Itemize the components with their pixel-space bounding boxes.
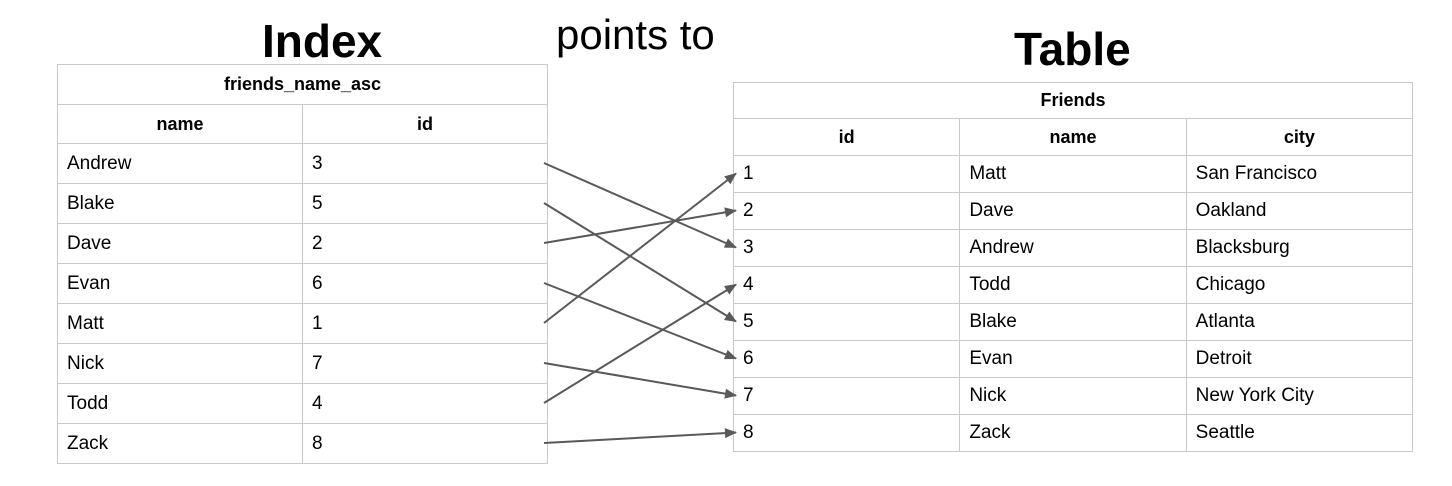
pointer-arrow-zack-to-row-8 bbox=[543, 428, 737, 444]
cell-name: Matt bbox=[57, 303, 303, 344]
column-header-name: name bbox=[959, 118, 1187, 156]
cell-id: 2 bbox=[302, 223, 548, 264]
cell-name: Todd bbox=[959, 266, 1187, 304]
cell-name: Nick bbox=[57, 343, 303, 384]
cell-id: 7 bbox=[302, 343, 548, 384]
pointer-arrow-todd-to-row-4 bbox=[543, 283, 737, 404]
cell-id: 5 bbox=[732, 303, 961, 341]
column-header-name: name bbox=[57, 104, 303, 144]
pointer-arrow-dave-to-row-2 bbox=[543, 207, 737, 244]
cell-name: Dave bbox=[959, 192, 1187, 230]
cell-city: Atlanta bbox=[1185, 303, 1414, 341]
cell-name: Zack bbox=[959, 414, 1187, 452]
index-section-title: Index bbox=[262, 15, 383, 67]
cell-id: 4 bbox=[302, 383, 548, 424]
cell-id: 5 bbox=[302, 183, 548, 224]
cell-name: Zack bbox=[57, 423, 303, 464]
table-name-cell: Friends bbox=[733, 82, 1413, 119]
cell-name: Blake bbox=[959, 303, 1187, 341]
cell-city: New York City bbox=[1185, 377, 1414, 415]
cell-city: Chicago bbox=[1185, 266, 1414, 304]
cell-name: Dave bbox=[57, 223, 303, 264]
pointer-arrow-evan-to-row-6 bbox=[543, 282, 737, 360]
cell-name: Evan bbox=[959, 340, 1187, 378]
cell-city: Seattle bbox=[1185, 414, 1414, 452]
cell-name: Todd bbox=[57, 383, 303, 424]
cell-name: Matt bbox=[959, 155, 1187, 193]
cell-city: Blacksburg bbox=[1185, 229, 1414, 267]
column-header-id: id bbox=[302, 104, 548, 144]
pointer-arrow-nick-to-row-7 bbox=[543, 362, 737, 399]
table-section-title: Table bbox=[1014, 23, 1131, 75]
column-header-id: id bbox=[732, 118, 961, 156]
cell-id: 8 bbox=[732, 414, 961, 452]
table-title-row: Friends bbox=[733, 82, 1413, 119]
cell-name: Blake bbox=[57, 183, 303, 224]
pointer-arrow-andrew-to-row-3 bbox=[543, 162, 737, 249]
cell-name: Evan bbox=[57, 263, 303, 304]
cell-city: Detroit bbox=[1185, 340, 1414, 378]
cell-id: 4 bbox=[732, 266, 961, 304]
cell-id: 7 bbox=[732, 377, 961, 415]
cell-name: Nick bbox=[959, 377, 1187, 415]
cell-id: 1 bbox=[302, 303, 548, 344]
cell-id: 8 bbox=[302, 423, 548, 464]
table-name-cell: friends_name_asc bbox=[57, 64, 548, 105]
cell-city: San Francisco bbox=[1185, 155, 1414, 193]
cell-id: 6 bbox=[302, 263, 548, 304]
pointer-arrow-blake-to-row-5 bbox=[543, 202, 737, 323]
pointer-arrow-matt-to-row-1 bbox=[543, 172, 737, 324]
table-title-row: friends_name_asc bbox=[57, 64, 548, 105]
cell-name: Andrew bbox=[57, 143, 303, 184]
cell-id: 6 bbox=[732, 340, 961, 378]
cell-city: Oakland bbox=[1185, 192, 1414, 230]
cell-id: 2 bbox=[732, 192, 961, 230]
cell-id: 3 bbox=[732, 229, 961, 267]
cell-name: Andrew bbox=[959, 229, 1187, 267]
cell-id: 1 bbox=[732, 155, 961, 193]
points-to-label: points to bbox=[556, 11, 715, 58]
column-header-city: city bbox=[1185, 118, 1414, 156]
cell-id: 3 bbox=[302, 143, 548, 184]
